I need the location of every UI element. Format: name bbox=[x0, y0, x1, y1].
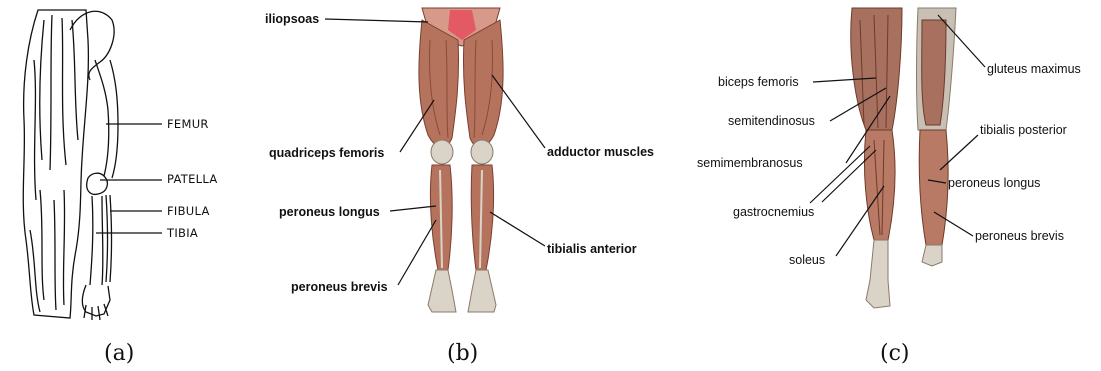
label-tibialis-posterior: tibialis posterior bbox=[980, 123, 1067, 137]
label-semimembranosus: semimembranosus bbox=[697, 156, 803, 170]
label-peroneus-longus: peroneus longus bbox=[279, 205, 380, 219]
label-gluteus-maximus: gluteus maximus bbox=[987, 62, 1081, 76]
panel-c: biceps femoris gluteus maximus semitendi… bbox=[670, 0, 1101, 371]
label-femur: FEMUR bbox=[167, 117, 209, 131]
label-adductor-muscles: adductor muscles bbox=[547, 145, 654, 159]
label-soleus: soleus bbox=[789, 253, 825, 267]
label-tibia: TIBIA bbox=[167, 226, 198, 240]
label-fibula: FIBULA bbox=[167, 204, 210, 218]
label-peroneus-brevis: peroneus brevis bbox=[291, 280, 388, 294]
leg-skeleton-illustration bbox=[0, 0, 250, 330]
caption-a: (a) bbox=[104, 341, 134, 367]
label-tibialis-anterior: tibialis anterior bbox=[547, 242, 637, 256]
label-patella: PATELLA bbox=[167, 172, 218, 186]
label-quadriceps-femoris: quadriceps femoris bbox=[269, 146, 384, 160]
label-semitendinosus: semitendinosus bbox=[728, 114, 815, 128]
caption-b: (b) bbox=[447, 341, 478, 367]
label-biceps-femoris: biceps femoris bbox=[718, 75, 799, 89]
caption-c: (c) bbox=[880, 341, 910, 367]
label-peroneus-longus-posterior: peroneus longus bbox=[948, 176, 1040, 190]
panel-a: FEMUR PATELLA FIBULA TIBIA (a) bbox=[0, 0, 250, 371]
label-iliopsoas: iliopsoas bbox=[265, 12, 319, 26]
label-peroneus-brevis-posterior: peroneus brevis bbox=[975, 229, 1064, 243]
label-gastrocnemius: gastrocnemius bbox=[733, 205, 814, 219]
panel-b: iliopsoas quadriceps femoris adductor mu… bbox=[250, 0, 670, 371]
